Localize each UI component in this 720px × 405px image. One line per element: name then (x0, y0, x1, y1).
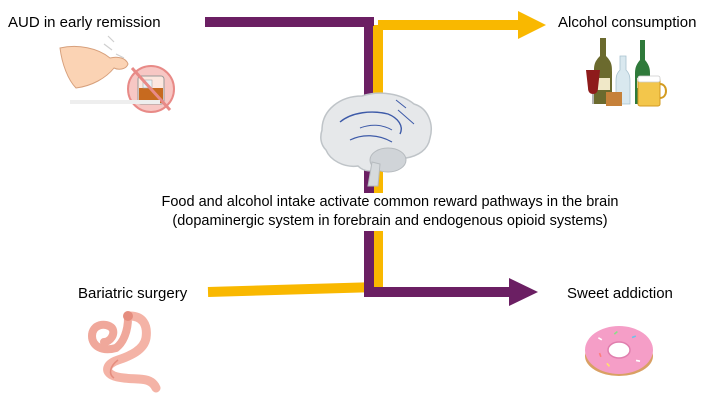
caption-line-1: Food and alcohol intake activate common … (161, 194, 619, 210)
reward-pathway-caption: Food and alcohol intake activate common … (140, 193, 640, 231)
hand-refusing-glass-icon (59, 35, 175, 113)
bottles-and-beer-icon (586, 38, 667, 107)
caption-line-2: (dopaminergic system in forebrain and en… (172, 213, 608, 229)
bariatric-surgery-label: Bariatric surgery (78, 285, 188, 302)
alcohol-consumption-label: Alcohol consumption (558, 14, 697, 31)
sweet-addiction-label: Sweet addiction (567, 285, 673, 302)
stomach-icon (87, 311, 161, 393)
donut-icon (585, 326, 653, 376)
brain-icon (320, 92, 432, 187)
aud-label: AUD in early remission (8, 14, 161, 31)
